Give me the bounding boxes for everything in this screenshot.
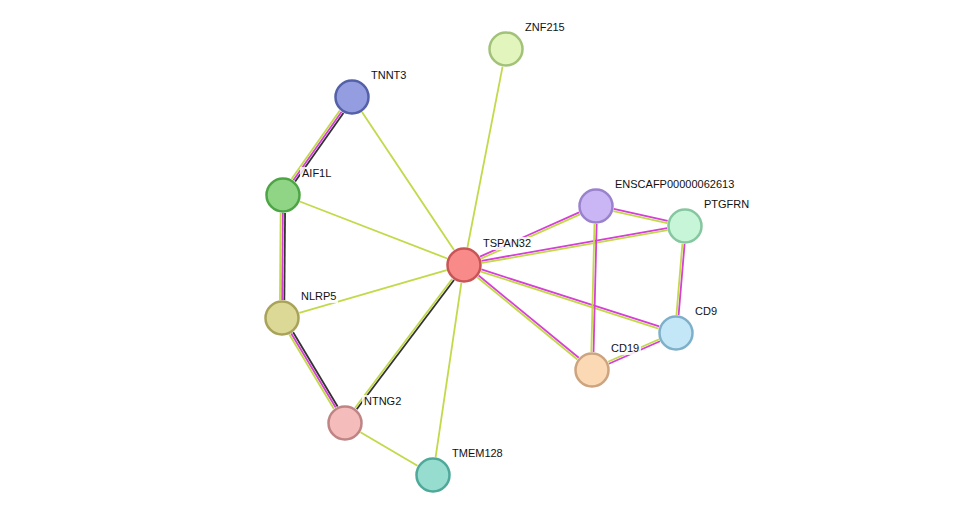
- interaction-edge: [292, 110, 344, 181]
- evidence-line: [481, 269, 659, 326]
- node-label: CD19: [609, 342, 641, 355]
- interaction-edge: [355, 279, 454, 410]
- evidence-line: [608, 339, 659, 361]
- node-label: NTNG2: [362, 395, 403, 408]
- protein-node: NLRP5: [264, 300, 300, 336]
- node-circle: [658, 315, 694, 351]
- protein-node: ZNF215: [488, 31, 524, 67]
- evidence-line: [289, 335, 333, 409]
- interaction-edge: [676, 244, 684, 315]
- interaction-edge: [436, 283, 462, 457]
- protein-node: TNNT3: [334, 79, 370, 115]
- protein-node: CD19: [574, 352, 610, 388]
- protein-node: TSPAN32: [446, 247, 482, 283]
- evidence-line: [279, 213, 282, 300]
- evidence-line: [676, 244, 682, 315]
- node-circle: [667, 208, 703, 244]
- evidence-line: [293, 112, 341, 181]
- evidence-line: [293, 332, 337, 406]
- node-circle: [574, 352, 610, 388]
- node-circle: [415, 457, 451, 493]
- interaction-edge: [613, 209, 667, 223]
- interaction-edge: [360, 432, 417, 466]
- evidence-line: [281, 213, 284, 300]
- interaction-edge: [608, 339, 660, 364]
- node-label: ENSCAFP00000062613: [613, 178, 736, 191]
- protein-node: AIF1L: [265, 177, 301, 213]
- evidence-line: [467, 67, 502, 248]
- evidence-line: [477, 277, 577, 359]
- evidence-line: [614, 209, 668, 221]
- interaction-edge: [299, 270, 446, 313]
- protein-node: CD9: [658, 315, 694, 351]
- interaction-edge: [482, 228, 668, 263]
- interaction-edge: [362, 112, 454, 250]
- node-circle: [334, 79, 370, 115]
- node-label: AIF1L: [300, 167, 333, 180]
- evidence-line: [480, 212, 579, 256]
- protein-node: NTNG2: [327, 405, 363, 441]
- evidence-line: [591, 224, 594, 352]
- interaction-edge: [289, 332, 337, 408]
- node-label: CD9: [693, 305, 719, 318]
- evidence-line: [291, 333, 335, 407]
- node-label: NLRP5: [299, 290, 338, 303]
- evidence-line: [362, 112, 454, 250]
- evidence-line: [357, 280, 454, 409]
- node-label: PTGFRN: [702, 198, 751, 211]
- evidence-line: [482, 230, 668, 263]
- evidence-line: [292, 110, 340, 179]
- node-circle: [578, 188, 614, 224]
- evidence-line: [613, 211, 667, 223]
- node-circle: [446, 247, 482, 283]
- interaction-edge: [300, 201, 447, 258]
- evidence-line: [609, 341, 660, 363]
- evidence-line: [283, 213, 286, 300]
- node-circle: [264, 300, 300, 336]
- protein-node: ENSCAFP00000062613: [578, 188, 614, 224]
- protein-node: TMEM128: [415, 457, 451, 493]
- node-circle: [327, 405, 363, 441]
- evidence-line: [482, 228, 668, 261]
- evidence-line: [300, 201, 447, 258]
- interaction-edge: [591, 224, 596, 352]
- node-label: TMEM128: [450, 447, 505, 460]
- node-label: ZNF215: [523, 21, 567, 34]
- evidence-line: [355, 279, 452, 408]
- node-label: TNNT3: [369, 69, 408, 82]
- node-circle: [265, 177, 301, 213]
- evidence-line: [360, 432, 417, 466]
- interaction-edge: [477, 276, 579, 360]
- interaction-edge: [280, 213, 285, 300]
- evidence-line: [479, 276, 579, 358]
- interaction-edge: [467, 67, 502, 248]
- node-label: TSPAN32: [481, 237, 533, 250]
- node-circle: [488, 31, 524, 67]
- evidence-line: [295, 113, 343, 182]
- evidence-line: [436, 283, 462, 457]
- evidence-line: [299, 270, 446, 313]
- protein-node: PTGFRN: [667, 208, 703, 244]
